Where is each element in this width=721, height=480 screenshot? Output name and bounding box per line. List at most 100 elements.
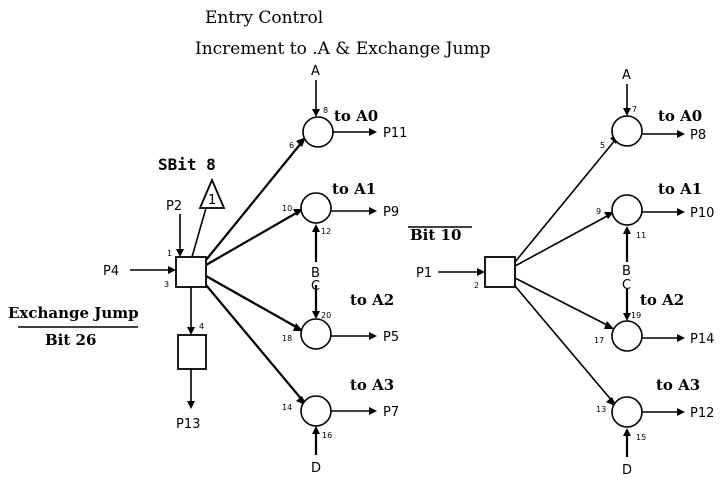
right-edge-a3 (514, 285, 614, 403)
left-target-a1: to A1 (332, 180, 376, 198)
left-p9-head (369, 207, 377, 215)
right-p12-head (677, 408, 685, 416)
left-main-box (175, 256, 207, 288)
right-b-head (623, 226, 631, 234)
right-out-p8: P8 (690, 128, 706, 143)
left-edge-a3 (205, 284, 304, 402)
left-num-16: 16 (322, 431, 332, 440)
right-p14-head (677, 334, 685, 342)
right-out-p14: P14 (690, 332, 714, 347)
left-target-a3: to A3 (350, 376, 394, 394)
left-num-20: 20 (321, 311, 331, 320)
left-p7-head (369, 407, 377, 415)
left-p4-arrowhead (168, 266, 176, 274)
right-main-box (484, 256, 516, 288)
right-target-a0: to A0 (658, 107, 702, 125)
right-target-a2: to A2 (640, 291, 684, 309)
left-box-down-arrowhead (187, 327, 195, 335)
left-label-p2: P2 (166, 199, 182, 214)
left-d-head (312, 426, 320, 434)
left-triangle-link (191, 207, 207, 258)
right-num-2: 2 (474, 281, 479, 290)
left-node-a2 (300, 318, 332, 350)
left-label-p13: P13 (176, 417, 200, 432)
right-num-15: 15 (636, 433, 646, 442)
right-c-head (623, 313, 631, 321)
left-num-14: 14 (282, 403, 292, 412)
right-target-a1: to A1 (658, 180, 702, 198)
left-p11-head (369, 128, 377, 136)
right-out-p10: P10 (690, 206, 714, 221)
left-num-6: 6 (289, 141, 294, 150)
right-d-head (623, 428, 631, 436)
right-edge-a2-head (604, 321, 614, 329)
left-lower-box (177, 334, 207, 370)
right-node-a3 (611, 396, 643, 428)
left-target-a0: to A0 (334, 107, 378, 125)
left-triangle-label: 1 (208, 193, 216, 208)
right-p10-head (677, 208, 685, 216)
right-edge-a2 (514, 277, 610, 327)
left-c-head (312, 311, 320, 319)
left-label-d: D (311, 461, 321, 476)
left-label-b: B (311, 266, 320, 281)
left-num-3: 3 (164, 280, 169, 289)
right-label-b: B (622, 264, 631, 279)
right-out-p12: P12 (690, 406, 714, 421)
right-num-5: 5 (600, 141, 605, 150)
left-p2-arrowhead (176, 249, 184, 257)
left-p13-arrowhead (187, 401, 195, 409)
left-num-18: 18 (282, 334, 292, 343)
right-num-7: 7 (632, 105, 637, 114)
right-edge-a0 (514, 138, 617, 263)
right-p1-head (477, 268, 485, 276)
left-edge-a0 (205, 141, 303, 261)
right-num-9: 9 (596, 207, 601, 216)
left-edge-a2 (205, 275, 299, 329)
right-label-d: D (622, 463, 632, 478)
left-num-4: 4 (199, 322, 204, 331)
right-num-17: 17 (594, 336, 604, 345)
left-triangle (198, 177, 226, 209)
title-increment: Increment to .A & Exchange Jump (195, 39, 491, 59)
left-node-a0 (302, 116, 334, 148)
left-out-p7: P7 (383, 405, 399, 420)
right-a-input-head (623, 108, 631, 116)
left-label-exchange-jump: Exchange Jump (8, 304, 139, 322)
right-node-a0 (611, 115, 643, 147)
title-entry-control: Entry Control (205, 8, 323, 28)
left-label-c: C (311, 279, 320, 294)
left-target-a2: to A2 (350, 291, 394, 309)
right-target-a3: to A3 (656, 376, 700, 394)
left-label-a: A (311, 64, 320, 79)
right-label-p1: P1 (416, 266, 432, 281)
left-label-p4: P4 (103, 264, 119, 279)
left-out-p9: P9 (383, 205, 399, 220)
left-b-head (312, 224, 320, 232)
left-a-input-head (312, 109, 320, 117)
left-p5-head (369, 332, 377, 340)
left-label-bit8: SBit 8 (158, 155, 216, 174)
left-out-p11: P11 (383, 126, 407, 141)
right-edge-a1 (514, 214, 610, 267)
right-num-11: 11 (636, 231, 646, 240)
right-label-c: C (622, 278, 631, 293)
left-num-1: 1 (167, 249, 172, 258)
left-edge-a0-head (296, 137, 306, 147)
right-p8-head (677, 130, 685, 138)
right-label-bit10: Bit 10 (410, 226, 461, 244)
left-out-p5: P5 (383, 330, 399, 345)
right-node-a1 (611, 194, 643, 226)
left-num-12: 12 (321, 227, 331, 236)
left-label-bit26: Bit 26 (45, 331, 96, 349)
left-num-8: 8 (323, 106, 328, 115)
right-label-a: A (622, 68, 631, 83)
right-node-a2 (611, 320, 643, 352)
left-node-a1 (300, 192, 332, 224)
right-num-19: 19 (631, 311, 641, 320)
left-num-10: 10 (282, 204, 292, 213)
left-edge-a1 (205, 211, 299, 266)
left-edge-a2-head (293, 323, 303, 331)
right-num-13: 13 (596, 405, 606, 414)
